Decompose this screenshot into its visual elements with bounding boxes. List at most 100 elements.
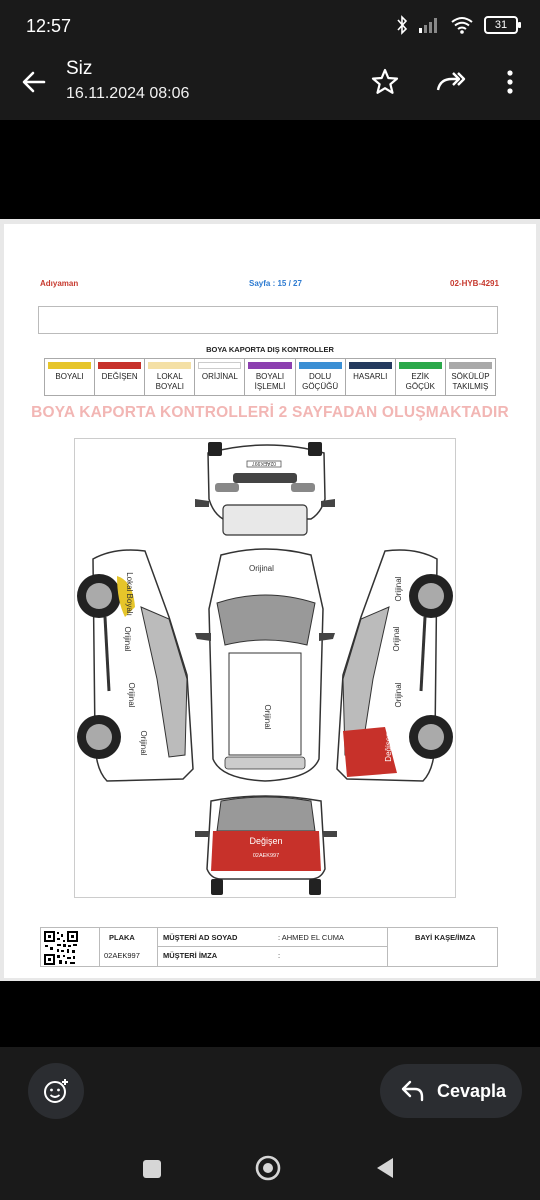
wifi-icon — [451, 17, 473, 34]
legend-label: SÖKÜLÜP — [451, 372, 490, 381]
customer-signature-value: : — [278, 951, 281, 960]
status-icons: 31 — [396, 15, 521, 35]
sender-name: Siz — [66, 58, 93, 79]
react-emoji-button[interactable] — [28, 1063, 84, 1119]
report-footer: PLAKA 02AEK997 MÜŞTERİ AD SOYAD : AHMED … — [40, 927, 498, 967]
customer-name-label: MÜŞTERİ AD SOYAD — [163, 933, 238, 942]
front-view — [195, 442, 335, 536]
legend-label: EZİK — [411, 372, 430, 381]
date-label: İşlem Tarihi: — [45, 311, 89, 320]
label-right-front: Orijinal — [394, 576, 403, 601]
report-number: EKSPERTİZ NO. : 3573951 — [225, 290, 325, 299]
legend-label-line2: BOYALI — [155, 382, 184, 391]
app-bar: Siz 16.11.2024 08:06 — [0, 52, 540, 120]
home-icon[interactable] — [254, 1154, 282, 1182]
report-city: Adıyaman — [40, 279, 79, 288]
back-icon[interactable] — [18, 66, 50, 98]
legend-item: HASARLI — [346, 359, 396, 395]
legend-label-line2: GÖÇÜĞÜ — [302, 382, 339, 391]
legend-label-line2: TAKILMIŞ — [452, 382, 489, 391]
legend-swatch — [448, 362, 492, 369]
brand-value: FORD — [123, 322, 145, 331]
legend-label-line2: İŞLEMLİ — [254, 382, 286, 391]
star-icon[interactable] — [369, 66, 401, 98]
label-right-door: Orijinal — [392, 626, 401, 651]
footer-plate-value: 02AEK997 — [104, 951, 140, 960]
legend-item: BOYALI — [45, 359, 96, 395]
legend-swatch — [198, 362, 242, 369]
legend-swatch — [348, 362, 392, 369]
status-time: 12:57 — [26, 16, 72, 36]
legend-item: DEĞİŞEN — [95, 359, 146, 395]
legend-label: BOYALI — [55, 372, 84, 381]
report-page: Sayfa : 15 / 27 — [249, 279, 302, 288]
label-left-door: Orijinal — [123, 627, 132, 652]
two-page-warning: BOYA KAPORTA KONTROLLERİ 2 SAYFADAN OLUŞ… — [31, 404, 509, 421]
label-front-plate: 02AEK997 — [252, 460, 276, 466]
label-left-rear: Orijinal — [139, 731, 148, 756]
customer-signature-label: MÜŞTERİ İMZA — [163, 951, 218, 960]
vehicle-info-table: İşlem Tarihi: 07.11.2024 | 09:41:55 - 10… — [38, 306, 498, 334]
legend-label-line2: GÖÇÜK — [405, 382, 435, 391]
rear-view — [195, 795, 337, 895]
legend-swatch — [148, 362, 192, 369]
label-right-mid: Orijinal — [394, 682, 403, 707]
label-hood: Orijinal — [249, 564, 274, 573]
label-rear-plate: 02AEK997 — [253, 853, 279, 859]
report-plate: PLAKA : 02AEK997 — [40, 290, 114, 299]
top-view — [195, 548, 335, 782]
status-bar: 12:57 31 — [0, 0, 540, 52]
legend-label: HASARLI — [353, 372, 388, 381]
legend-swatch — [298, 362, 342, 369]
emoji-add-icon — [44, 1079, 68, 1103]
legend-item: ORİJİNAL — [195, 359, 246, 395]
report-package: FIRST CLASS — [450, 290, 503, 299]
legend-label: ORİJİNAL — [201, 372, 238, 381]
reply-button[interactable]: Cevapla — [380, 1064, 522, 1118]
signal-icon — [419, 18, 437, 33]
legend-swatch — [398, 362, 442, 369]
legend-label: DEĞİŞEN — [101, 372, 138, 381]
more-icon[interactable] — [494, 66, 526, 98]
battery-icon: 31 — [484, 16, 521, 34]
left-side-view — [77, 549, 194, 782]
system-navigation-bar — [0, 1140, 540, 1200]
chassis-value: NM0MXXTACMFK46146 — [351, 311, 435, 320]
label-rear: Değişen — [249, 836, 282, 846]
legend-label: DOLU — [308, 372, 332, 381]
right-side-view — [336, 549, 453, 782]
qr-code-icon — [43, 930, 79, 966]
forward-icon[interactable] — [434, 66, 466, 98]
message-actions-bar: Cevapla — [0, 1047, 540, 1140]
legend-title: BOYA KAPORTA DIŞ KONTROLLER — [206, 345, 334, 354]
report-code: 02-HYB-4291 — [450, 279, 499, 288]
model-label: Model — [275, 322, 297, 331]
model-value: TOURNEO / 2015 — [351, 322, 412, 331]
customer-name-value: : AHMED EL CUMA — [278, 933, 344, 942]
legend-label: LOKAL — [156, 372, 183, 381]
back-nav-icon[interactable] — [373, 1156, 397, 1180]
message-timestamp: 16.11.2024 08:06 — [66, 85, 190, 102]
reply-icon — [401, 1080, 424, 1102]
vehicle-diagram: Orijinal Orijinal Lokal Boyalı Orijinal … — [74, 438, 456, 898]
dealer-stamp-label: BAYİ KAŞE/İMZA — [415, 933, 476, 942]
bluetooth-icon — [397, 15, 408, 35]
chassis-label: Şasi No: — [275, 311, 306, 320]
brand-label: Marka : — [45, 322, 72, 331]
vehicle-diagram-drawing: Orijinal Orijinal Lokal Boyalı Orijinal … — [77, 442, 453, 895]
label-right-rear: Değişen — [384, 732, 393, 761]
date-value: 07.11.2024 | 09:41:55 - 10:15:26 — [123, 311, 232, 320]
label-left-mid: Orijinal — [127, 683, 136, 708]
label-roof: Orijinal — [263, 705, 272, 730]
label-left-front: Lokal Boyalı — [125, 572, 134, 616]
recents-icon[interactable] — [141, 1158, 163, 1180]
reply-label: Cevapla — [437, 1081, 507, 1101]
legend-swatch — [248, 362, 292, 369]
legend-label: BOYALI — [255, 372, 285, 381]
legend-swatch — [48, 362, 92, 369]
